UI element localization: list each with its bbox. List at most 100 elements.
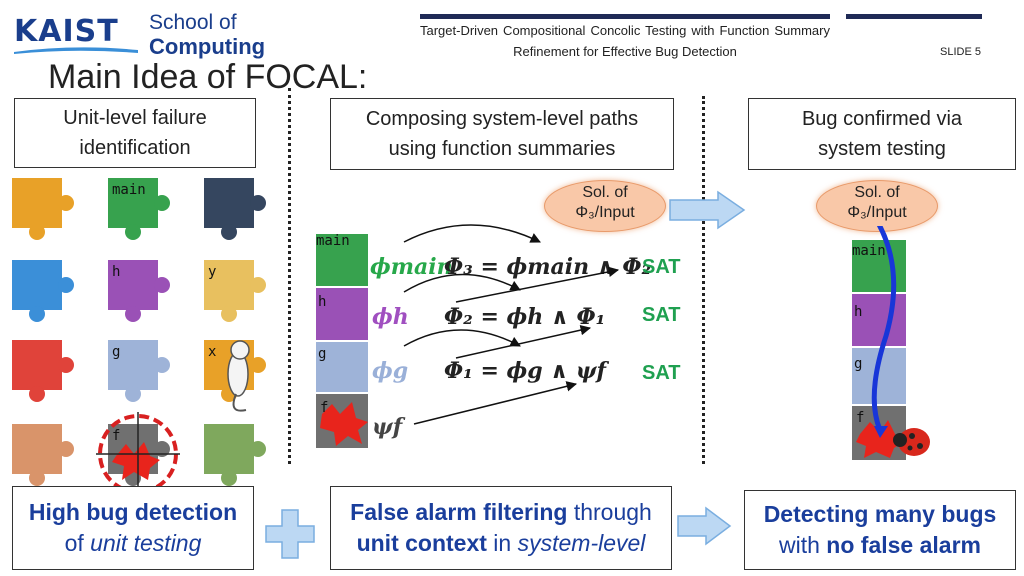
puzzle-knob-side-0 xyxy=(58,195,74,211)
oval-right-line1: Sol. of xyxy=(854,184,900,201)
psi-f: ψf xyxy=(372,414,403,440)
header-bar-right xyxy=(846,14,982,19)
puzzle-knob-4 xyxy=(125,306,141,322)
composition-arrows xyxy=(403,224,620,425)
bottom-middle-line1: False alarm filtering through xyxy=(350,497,652,528)
logo-swoosh-icon xyxy=(14,47,138,54)
bottom-left-of: of xyxy=(64,530,91,556)
oval-right-line2: Φ₃/Input xyxy=(847,204,907,221)
puzzle-piece-4 xyxy=(108,260,158,310)
puzzle-piece-5 xyxy=(204,260,254,310)
right-stack-label-h: h xyxy=(854,304,863,320)
puzzle-knob-5 xyxy=(221,306,237,322)
puzzle-label-7: g xyxy=(112,344,121,360)
stack-piece-main xyxy=(316,234,368,286)
equation-phi2: Φ₂ = ϕh ∧ Φ₁ xyxy=(444,304,606,330)
puzzle-label-10: f xyxy=(112,428,121,444)
stack-piece-g xyxy=(316,342,368,392)
puzzle-label-1: main xyxy=(112,182,146,198)
puzzle-piece-2 xyxy=(204,178,254,228)
bottom-box-unit-testing: High bug detection of unit testing xyxy=(12,486,254,570)
right-bug-explosion-icon xyxy=(856,420,906,458)
bug-explosion-icon xyxy=(320,402,368,446)
oval-middle-line2: Φ₃/Input xyxy=(575,204,635,221)
puzzle-knob-9 xyxy=(29,470,45,486)
right-stack-label-f: f xyxy=(856,410,865,426)
oval-middle-line1: Sol. of xyxy=(582,184,628,201)
right-stack-piece-main xyxy=(852,240,906,292)
separator-right xyxy=(702,96,705,464)
panel-unit-level: Unit-level failure identification xyxy=(14,98,256,168)
bottom-middle-unit-context: unit context xyxy=(356,530,487,556)
sat-label-3: SAT xyxy=(642,256,681,278)
phi-g: ϕg xyxy=(372,358,409,384)
puzzle-knob-side-6 xyxy=(58,357,74,373)
puzzle-label-8: x xyxy=(208,344,217,360)
puzzle-knob-side-3 xyxy=(58,277,74,293)
separator-left xyxy=(288,88,291,464)
phi-h: ϕh xyxy=(372,304,409,330)
puzzle-knob-side-5 xyxy=(250,277,266,293)
grid-bug-explosion-icon xyxy=(112,442,160,480)
bottom-right-line2: with no false alarm xyxy=(779,530,981,561)
slide-number: SLIDE 5 xyxy=(940,46,981,58)
right-stack-piece-h xyxy=(852,294,906,346)
puzzle-piece-1 xyxy=(108,178,158,228)
puzzle-knob-side-8 xyxy=(250,357,266,373)
bottom-middle-system-level: system-level xyxy=(517,530,646,556)
sat-label-1: SAT xyxy=(642,362,681,384)
puzzle-knob-1 xyxy=(125,224,141,240)
bottom-box-false-alarm: False alarm filtering through unit conte… xyxy=(330,486,672,570)
logo-school-text: School of xyxy=(149,11,237,34)
ladybug-icon xyxy=(893,428,930,456)
arrow-right-bottom-icon xyxy=(677,506,732,546)
stack-piece-h xyxy=(316,288,368,340)
bottom-box-many-bugs: Detecting many bugs with no false alarm xyxy=(744,490,1016,570)
phi-main: ϕmain xyxy=(370,254,453,280)
bottom-left-line2: of unit testing xyxy=(65,528,202,559)
deck-title: Target-Driven Compositional Concolic Tes… xyxy=(420,23,830,59)
panel-unit-level-label: Unit-level failure identification xyxy=(63,107,207,159)
solution-oval-middle: Sol. of Φ₃/Input xyxy=(544,180,666,232)
puzzle-piece-6 xyxy=(12,340,62,390)
bottom-right-with: with xyxy=(779,532,827,558)
bottom-right-no-false-alarm: no false alarm xyxy=(826,532,981,558)
puzzle-knob-side-4 xyxy=(154,277,170,293)
slide-title: Main Idea of FOCAL: xyxy=(48,58,368,96)
puzzle-knob-side-2 xyxy=(250,195,266,211)
stack-label-f: f xyxy=(320,400,329,416)
bottom-left-unit-testing: unit testing xyxy=(90,530,202,556)
stack-label-h: h xyxy=(318,294,327,310)
puzzle-piece-9 xyxy=(12,424,62,474)
puzzle-piece-3 xyxy=(12,260,62,310)
header-bar-left xyxy=(420,14,830,19)
puzzle-knob-side-7 xyxy=(154,357,170,373)
panel-bug-confirmed: Bug confirmed via system testing xyxy=(748,98,1016,170)
puzzle-knob-7 xyxy=(125,386,141,402)
right-stack-label-main: main xyxy=(852,243,886,259)
execution-path-line xyxy=(871,226,897,431)
bottom-left-line1: High bug detection xyxy=(28,499,238,525)
puzzle-knob-side-10 xyxy=(154,441,170,457)
puzzle-label-4: h xyxy=(112,264,121,280)
puzzle-label-5: y xyxy=(208,264,217,280)
bottom-right-line1: Detecting many bugs xyxy=(763,501,997,527)
puzzle-knob-3 xyxy=(29,306,45,322)
panel-bug-confirmed-label: Bug confirmed via system testing xyxy=(801,108,963,160)
puzzle-knob-side-1 xyxy=(154,195,170,211)
panel-composing-label: Composing system-level paths using funct… xyxy=(365,108,639,160)
logo-computing-text: Computing xyxy=(149,34,266,59)
solution-oval-right: Sol. of Φ₃/Input xyxy=(816,180,938,232)
execution-path-arrowhead xyxy=(874,426,888,438)
puzzle-knob-0 xyxy=(29,224,45,240)
puzzle-piece-0 xyxy=(12,178,62,228)
bottom-middle-in: in xyxy=(486,530,518,556)
puzzle-piece-11 xyxy=(204,424,254,474)
sat-label-2: SAT xyxy=(642,304,681,326)
stack-label-g: g xyxy=(318,346,327,362)
plus-icon xyxy=(265,509,315,559)
kaist-logo: KAIST xyxy=(14,14,119,49)
gecko-icon xyxy=(227,340,250,412)
stack-label-main: main xyxy=(316,233,350,249)
middle-puzzle-stack xyxy=(316,234,368,448)
